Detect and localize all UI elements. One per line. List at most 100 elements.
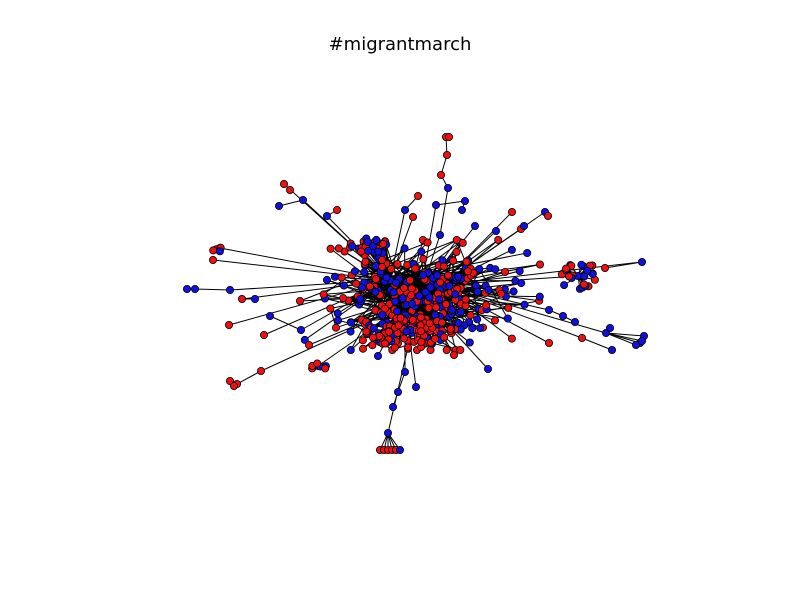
graph-node-red [319,290,328,299]
graph-node-red [256,366,265,375]
graph-node-blue [364,246,373,255]
graph-node-blue [388,402,397,411]
graph-node-blue [507,245,516,254]
node-layer [182,132,649,454]
graph-node-red [441,300,450,309]
graph-node-red [490,316,499,325]
graph-node-red [326,304,335,313]
graph-node-blue [391,278,400,287]
graph-node-red [446,324,455,333]
graph-node-red [405,276,414,285]
graph-node-blue [395,445,404,454]
graph-edge [605,332,645,337]
graph-node-red [578,333,587,342]
graph-node-blue [470,221,479,230]
graph-node-red [393,259,402,268]
graph-node-blue [580,272,589,281]
graph-node-blue [360,268,369,277]
graph-node-blue [545,305,554,314]
graph-node-blue [483,364,492,373]
graph-node-red [321,364,330,373]
graph-node-blue [473,287,482,296]
graph-edge [419,234,441,296]
graph-node-red [411,264,420,273]
graph-node-red [507,334,516,343]
graph-node-red [375,331,384,340]
graph-node-blue [571,317,580,326]
graph-node-blue [606,323,615,332]
graph-node-red [408,212,417,221]
graph-node-red [407,291,416,300]
graph-node-red [562,264,571,273]
graph-node-red [400,283,409,292]
graph-node-red [380,339,389,348]
graph-node-red [413,191,422,200]
graph-node-red [544,211,553,220]
graph-node-blue [274,201,283,210]
graph-node-red [452,247,461,256]
graph-node-blue [398,294,407,303]
graph-node-red [440,333,449,342]
graph-node-blue [393,387,402,396]
graph-node-red [565,272,574,281]
graph-node-red [497,289,506,298]
graph-edge [278,199,304,207]
graph-node-red [361,257,370,266]
graph-node-blue [296,325,305,334]
graph-node-red [461,295,470,304]
graph-node-red [463,267,472,276]
graph-node-red [417,327,426,336]
graph-node-blue [454,272,463,281]
graph-node-blue [484,285,493,294]
graph-node-blue [515,266,524,275]
graph-node-blue [374,247,383,256]
graph-node-red [425,319,434,328]
graph-node-blue [435,230,444,239]
graph-node-blue [577,260,586,269]
graph-node-red [295,296,304,305]
graph-node-red [419,254,428,263]
graph-node-red [387,264,396,273]
graph-node-blue [638,257,647,266]
graph-node-red [494,235,503,244]
graph-node-blue [330,272,339,281]
graph-node-blue [356,294,365,303]
graph-node-blue [520,300,529,309]
graph-node-blue [225,285,234,294]
graph-edge [581,337,613,351]
graph-node-red [407,284,416,293]
graph-node-red [456,345,465,354]
graph-node-blue [350,267,359,276]
graph-node-red [437,318,446,327]
graph-node-blue [346,327,355,336]
graph-node-blue [435,295,444,304]
graph-node-red [424,303,433,312]
graph-node-blue [358,283,367,292]
graph-node-red [209,246,218,255]
graph-edge [439,187,449,236]
graph-node-blue [473,315,482,324]
graph-node-blue [373,351,382,360]
graph-edge [605,332,643,342]
graph-node-blue [451,290,460,299]
graph-node-blue [460,196,469,205]
graph-node-red [394,321,403,330]
graph-node-blue [476,324,485,333]
graph-node-red [396,313,405,322]
graph-node-red [504,303,513,312]
graph-node-blue [391,297,400,306]
graph-node-red [442,345,451,354]
graph-node-blue [457,205,466,214]
graph-node-red [378,262,387,271]
graph-node-blue [425,293,434,302]
graph-node-red [372,275,381,284]
graph-node-blue [433,271,442,280]
graph-node-blue [400,244,409,253]
graph-node-blue [426,283,435,292]
graph-edge [605,332,637,346]
graph-node-blue [475,264,484,273]
graph-node-blue [411,382,420,391]
graph-node-blue [419,271,428,280]
graph-edge [439,284,607,334]
